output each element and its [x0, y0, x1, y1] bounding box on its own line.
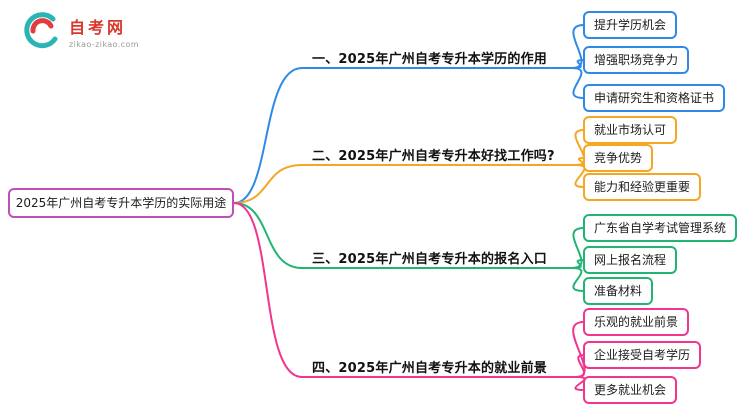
leaf-node[interactable]: 准备材料 — [583, 277, 654, 305]
leaf-node[interactable]: 就业市场认可 — [583, 116, 678, 144]
connector — [571, 67, 585, 99]
connector — [233, 202, 303, 269]
connector — [574, 376, 586, 391]
logo-subtitle: zikao-zikao.com — [69, 39, 139, 49]
connector — [571, 24, 585, 69]
leaf-node[interactable]: 申请研究生和资格证书 — [583, 84, 726, 112]
logo-text-block: 自考网 zikao-zikao.com — [69, 14, 139, 49]
connector — [571, 267, 585, 292]
site-logo[interactable]: 自考网 zikao-zikao.com — [20, 10, 139, 52]
logo-icon — [24, 12, 58, 49]
root-node[interactable]: 2025年广州自考专升本学历的实际用途 — [8, 188, 234, 218]
connector — [233, 164, 303, 204]
connector — [233, 202, 303, 378]
branch-label-2[interactable]: 二、2025年广州自考专升本好找工作吗? — [312, 149, 555, 164]
leaf-node[interactable]: 企业接受自考学历 — [583, 341, 702, 369]
branch-label-3[interactable]: 三、2025年广州自考专升本的报名入口 — [312, 252, 547, 267]
branch-label-1[interactable]: 一、2025年广州自考专升本学历的作用 — [312, 52, 547, 67]
leaf-node[interactable]: 广东省自学考试管理系统 — [583, 214, 738, 242]
leaf-node[interactable]: 能力和经验更重要 — [583, 173, 702, 201]
leaf-node[interactable]: 提升学历机会 — [583, 11, 678, 39]
leaf-node[interactable]: 更多就业机会 — [583, 376, 678, 404]
leaf-node[interactable]: 竞争优势 — [583, 144, 654, 172]
leaf-node[interactable]: 乐观的就业前景 — [583, 308, 690, 336]
connector — [574, 164, 586, 188]
logo-title: 自考网 — [69, 17, 127, 37]
branch-label-4[interactable]: 四、2025年广州自考专升本的就业前景 — [312, 361, 547, 376]
connector — [233, 67, 303, 204]
leaf-node[interactable]: 增强职场竞争力 — [583, 46, 690, 74]
leaf-node[interactable]: 网上报名流程 — [583, 246, 678, 274]
